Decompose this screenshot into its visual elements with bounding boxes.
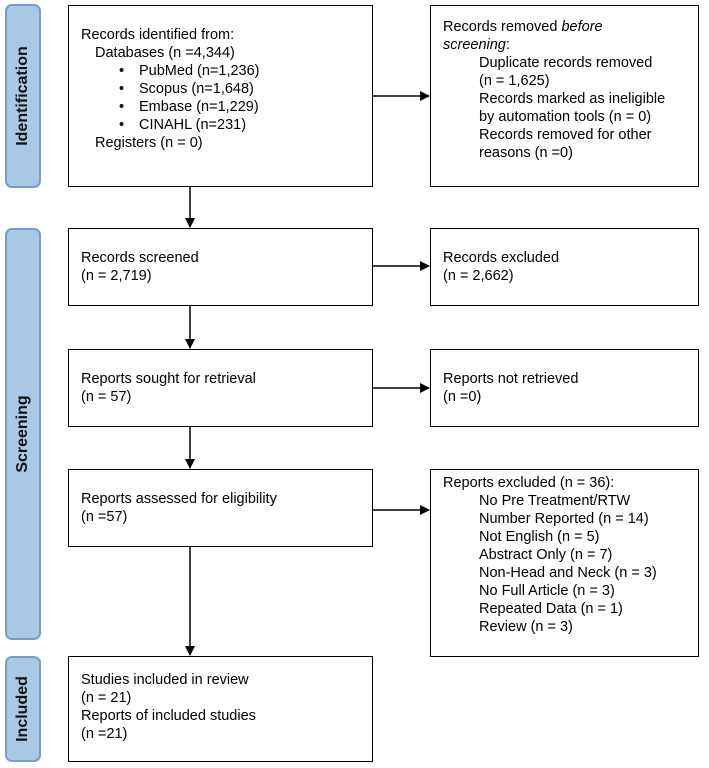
exclusion-reason: Number Reported (n = 14) (479, 511, 649, 527)
records-excluded-box: Records excluded (n = 2,662) (430, 228, 699, 306)
exclusion-reason: Not English (n = 5) (479, 529, 600, 545)
reports-included-label: Reports of included studies (81, 708, 256, 724)
other-line-2: reasons (n =0) (479, 145, 573, 161)
phase-screening: Screening (5, 228, 41, 640)
studies-included-box: Studies included in review (n = 21) Repo… (68, 656, 373, 762)
records-excluded-count: (n = 2,662) (443, 268, 514, 284)
exclusion-reason: Non-Head and Neck (n = 3) (479, 565, 657, 581)
ineligible-line-2: by automation tools (n = 0) (479, 109, 652, 125)
source-cinahl: CINAHL (n=231) (81, 116, 366, 134)
records-removed-title-cont: screening: (443, 37, 510, 53)
reports-included-count: (n =21) (81, 726, 128, 742)
registers-count: Registers (n = 0) (95, 135, 203, 151)
records-identified-title: Records identified from: (81, 27, 235, 43)
reports-sought-count: (n = 57) (81, 389, 132, 405)
exclusion-reason: No Pre Treatment/RTW (479, 493, 631, 509)
source-pubmed: PubMed (n=1,236) (81, 62, 366, 80)
reports-not-retrieved-label: Reports not retrieved (443, 371, 579, 387)
reports-assessed-box: Reports assessed for eligibility (n =57) (68, 469, 373, 547)
records-removed-box: Records removed before screening: Duplic… (430, 5, 699, 187)
reports-not-retrieved-box: Reports not retrieved (n =0) (430, 349, 699, 427)
exclusion-reason: Abstract Only (n = 7) (479, 547, 613, 563)
records-screened-box: Records screened (n = 2,719) (68, 228, 373, 306)
records-removed-title: Records removed before (443, 19, 603, 35)
reports-sought-label: Reports sought for retrieval (81, 371, 256, 387)
source-scopus: Scopus (n=1,648) (81, 80, 366, 98)
reports-assessed-count: (n =57) (81, 509, 128, 525)
records-screened-count: (n = 2,719) (81, 268, 152, 284)
phase-included: Included (5, 656, 41, 762)
exclusion-reason: Review (n = 3) (479, 619, 573, 635)
source-embase: Embase (n=1,229) (81, 98, 366, 116)
phase-identification: Identification (5, 4, 41, 188)
studies-included-label: Studies included in review (81, 672, 249, 688)
duplicates-line-2: (n = 1,625) (479, 73, 550, 89)
reports-assessed-label: Reports assessed for eligibility (81, 491, 277, 507)
duplicates-line-1: Duplicate records removed (479, 55, 653, 71)
other-line-1: Records removed for other (479, 127, 652, 143)
records-screened-label: Records screened (81, 250, 199, 266)
studies-included-count: (n = 21) (81, 690, 132, 706)
exclusion-reason: Repeated Data (n = 1) (479, 601, 623, 617)
records-excluded-label: Records excluded (443, 250, 560, 266)
records-identified-box: Records identified from: Databases (n =4… (68, 5, 373, 187)
reports-excluded-box: Reports excluded (n = 36): No Pre Treatm… (430, 469, 699, 657)
ineligible-line-1: Records marked as ineligible (479, 91, 666, 107)
reports-excluded-title: Reports excluded (n = 36): (443, 475, 615, 491)
reports-not-retrieved-count: (n =0) (443, 389, 482, 405)
exclusion-reason: No Full Article (n = 3) (479, 583, 615, 599)
databases-total: Databases (n =4,344) (95, 45, 235, 61)
reports-sought-box: Reports sought for retrieval (n = 57) (68, 349, 373, 427)
